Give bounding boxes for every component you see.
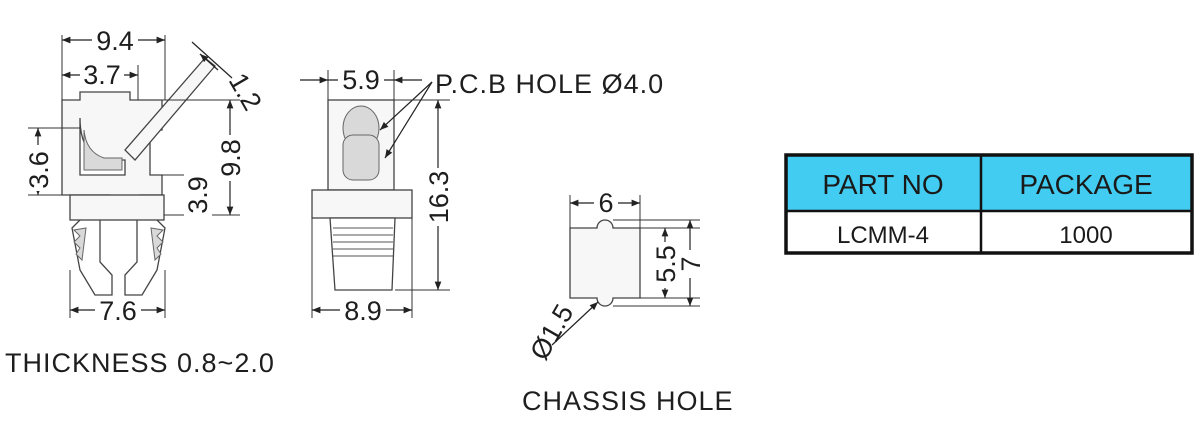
dim-hole-width: 6 [598,188,613,218]
side-view-cradle-shade [83,129,123,171]
dim-hole-height-outer: 7 [676,256,706,271]
chassis-hole-label: CHASSIS HOLE [522,386,734,416]
front-view-flange [311,189,413,219]
dim-side-bottom-width: 7.6 [99,296,137,326]
dim-side-height-left: 3.6 [24,151,54,189]
side-view: 9.4 3.7 1.2 3.6 3.9 9.8 7.6 THICKNESS 0.… [5,24,275,378]
side-view-tab [124,57,216,161]
side-view-teeth-left [72,227,87,262]
chassis-hole-view: 6 5.5 7 Ø1.5 CHASSIS HOLE [522,188,734,416]
front-view-pin [342,134,380,181]
front-view: 5.9 P.C.B HOLE Ø4.0 16.3 8.9 [300,65,664,326]
side-view-teeth-right [150,227,165,262]
side-view-flange [69,194,165,221]
dim-side-height-right: 9.8 [216,139,246,177]
dim-front-bottom-width: 8.9 [344,296,382,326]
dim-side-inner: 3.7 [83,60,121,90]
table-header-package: PACKAGE [1019,169,1152,200]
parts-table: PART NO PACKAGE LCMM-4 1000 [784,153,1194,255]
table-cell-package: 1000 [1059,222,1112,249]
front-view-lower [329,217,396,291]
parts-table-border [784,153,1194,255]
dim-front-width: 5.9 [342,65,380,95]
dim-front-height: 16.3 [424,171,454,224]
parts-table-header-row [786,155,1192,211]
dim-side-step: 3.9 [183,176,213,214]
table-header-part-no: PART NO [822,169,943,200]
dim-side-width: 9.4 [96,26,134,56]
chassis-hole-outline [569,219,641,307]
dim-hole-height-inner: 5.5 [651,245,681,283]
dim-hole-notch: Ø1.5 [524,299,579,365]
pcb-hole-label: P.C.B HOLE Ø4.0 [435,69,664,99]
thickness-label: THICKNESS 0.8~2.0 [5,348,275,378]
table-cell-part-no: LCMM-4 [837,222,929,249]
